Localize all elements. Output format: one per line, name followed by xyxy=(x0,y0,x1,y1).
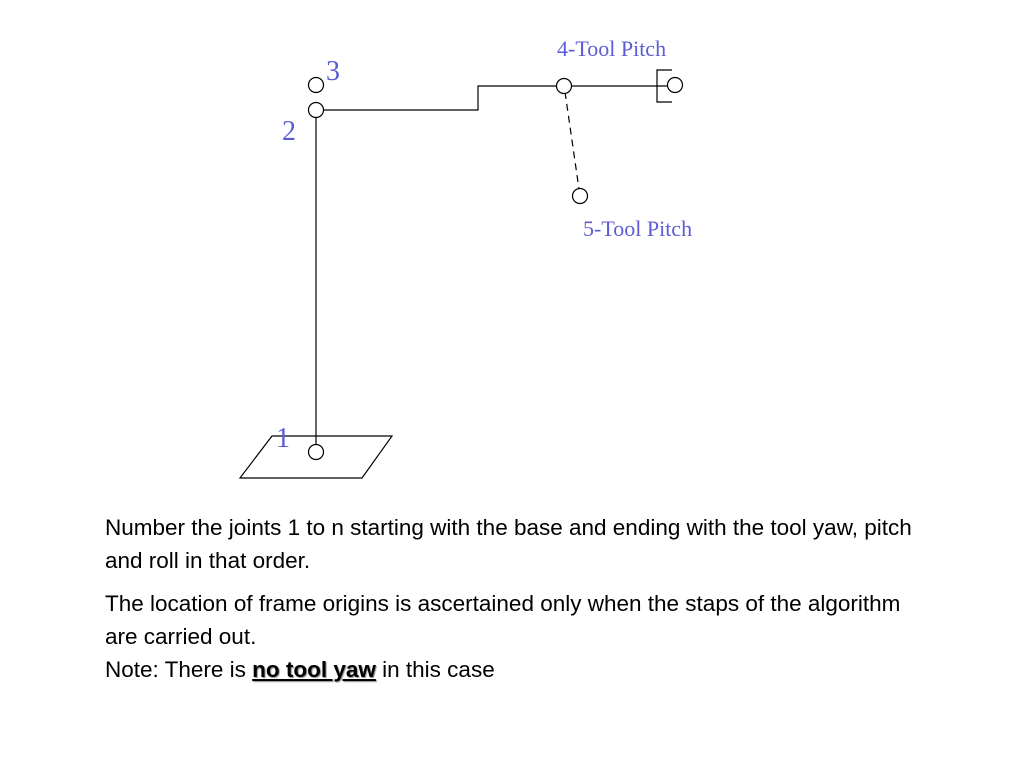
joint-3 xyxy=(307,76,325,94)
robot-joint-diagram: 1 2 3 4-Tool Pitch 5-Tool Pitch xyxy=(238,36,692,479)
base-plate xyxy=(238,435,394,479)
joint-5-label: 5-Tool Pitch xyxy=(583,216,692,241)
joint-5 xyxy=(571,187,589,205)
joint-1 xyxy=(307,443,325,461)
gripper-joint xyxy=(666,76,684,94)
note-suffix: in this case xyxy=(375,657,495,682)
paragraph-numbering-rule: Number the joints 1 to n starting with t… xyxy=(105,515,912,573)
note-line: Note: There is no tool yaw in this case xyxy=(105,653,925,686)
horizontal-arm xyxy=(322,85,558,111)
joint-2-label: 2 xyxy=(282,116,296,147)
joint-2 xyxy=(307,101,325,119)
joint-4-label: 4-Tool Pitch xyxy=(557,36,666,61)
joint-4 xyxy=(555,77,573,95)
pitch-dashed-link xyxy=(564,91,580,190)
joint-3-label: 3 xyxy=(326,56,340,87)
gripper-bracket xyxy=(656,69,672,103)
paragraph-frame-origins: The location of frame origins is ascerta… xyxy=(105,591,901,649)
note-prefix: Note: There is xyxy=(105,657,253,682)
description-text: Number the joints 1 to n starting with t… xyxy=(105,511,925,686)
joint-1-label: 1 xyxy=(276,423,290,454)
note-emphasis: no tool yaw xyxy=(252,657,376,682)
